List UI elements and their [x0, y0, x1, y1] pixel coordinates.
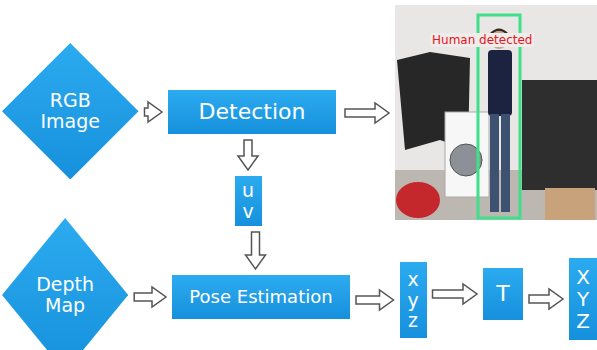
dark-case	[522, 80, 597, 190]
node-text: X Y Z	[573, 266, 593, 332]
input-diamond: RGB Image	[2, 43, 139, 180]
process-box: X Y Z	[569, 258, 597, 340]
node-text: x y z	[404, 269, 423, 332]
flow-arrow	[433, 284, 478, 304]
flow-arrow	[246, 232, 266, 269]
input-diamond: Depth Map	[2, 218, 128, 350]
node-text: RGB Image	[35, 90, 105, 132]
process-box: x y z	[400, 262, 427, 338]
flow-arrow	[529, 289, 563, 309]
node-text: u v	[239, 180, 258, 222]
flow-arrow	[356, 290, 394, 310]
red-chair	[396, 182, 440, 218]
person-torso	[488, 50, 512, 116]
process-box: u v	[235, 176, 262, 226]
room-background	[395, 5, 597, 220]
node-text: Detection	[199, 100, 306, 124]
person-leg	[501, 114, 510, 212]
process-box: Detection	[168, 90, 336, 134]
washing-machine	[445, 112, 489, 197]
person-leg	[490, 114, 499, 212]
flow-arrow	[238, 140, 258, 170]
output-arrow	[345, 103, 389, 123]
process-box: T	[483, 268, 523, 320]
node-text: Pose Estimation	[189, 287, 332, 307]
node-text: T	[496, 282, 509, 306]
process-box: Pose Estimation	[172, 275, 350, 319]
flow-arrow	[145, 102, 163, 122]
node-text: Depth Map	[30, 274, 100, 316]
detection-label: Human detected	[430, 33, 534, 47]
flow-arrow	[134, 287, 166, 307]
cardboard-box	[545, 188, 595, 220]
